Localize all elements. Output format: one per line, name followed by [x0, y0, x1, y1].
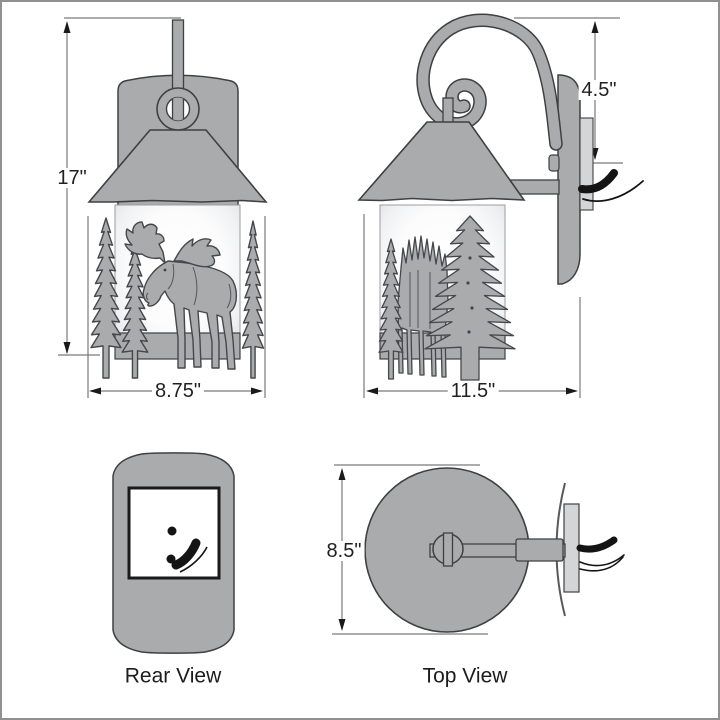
dimension-arrows [63, 21, 599, 631]
side-projection-label: 11.5" [447, 381, 499, 401]
front-roof [87, 129, 268, 203]
top-height-label: 8.5" [323, 541, 365, 561]
wire-knob [166, 554, 176, 564]
wire-thin [579, 556, 624, 572]
moose-silhouette [142, 260, 238, 370]
moose-streak-lines [409, 270, 431, 329]
wire-thin [582, 180, 644, 203]
side-scene [378, 214, 517, 382]
side-wires [578, 169, 644, 203]
pine-tree [241, 219, 265, 380]
top-wires [576, 536, 625, 572]
dimension-17in [58, 17, 181, 356]
wire-thick [578, 169, 618, 194]
side-drop-label: 4.5" [578, 80, 620, 100]
moose-detail-lines [146, 263, 232, 309]
moose-antler-left [124, 221, 166, 264]
rear-view [112, 452, 235, 654]
top-arm-sleeve [515, 538, 564, 562]
moose-antler-right [173, 238, 221, 268]
pine-branch-dots [466, 256, 474, 334]
moose-eye [163, 268, 167, 272]
top-view [364, 467, 625, 633]
side-mount-nub [548, 154, 560, 172]
front-width-label: 8.75" [151, 381, 205, 401]
front-view [87, 19, 268, 380]
front-scene [89, 216, 265, 380]
side-backplate [557, 74, 581, 285]
side-roof [357, 121, 526, 202]
moose-partial-silhouette [397, 235, 449, 378]
side-view [357, 13, 644, 382]
wire-thick [576, 536, 618, 553]
scroll-arm [416, 13, 563, 151]
wire-thin [179, 546, 208, 573]
front-rod-in-ring [171, 97, 185, 121]
wire-knob [167, 526, 177, 536]
front-height-label: 17" [54, 168, 90, 188]
side-wall-plate [579, 117, 594, 211]
top-view-caption: Top View [422, 664, 508, 688]
rear-view-caption: Rear View [124, 664, 222, 688]
rear-wiring [166, 526, 208, 573]
wire-thick [171, 538, 201, 570]
top-finial-bar [442, 532, 454, 567]
wire-thin [579, 554, 625, 567]
